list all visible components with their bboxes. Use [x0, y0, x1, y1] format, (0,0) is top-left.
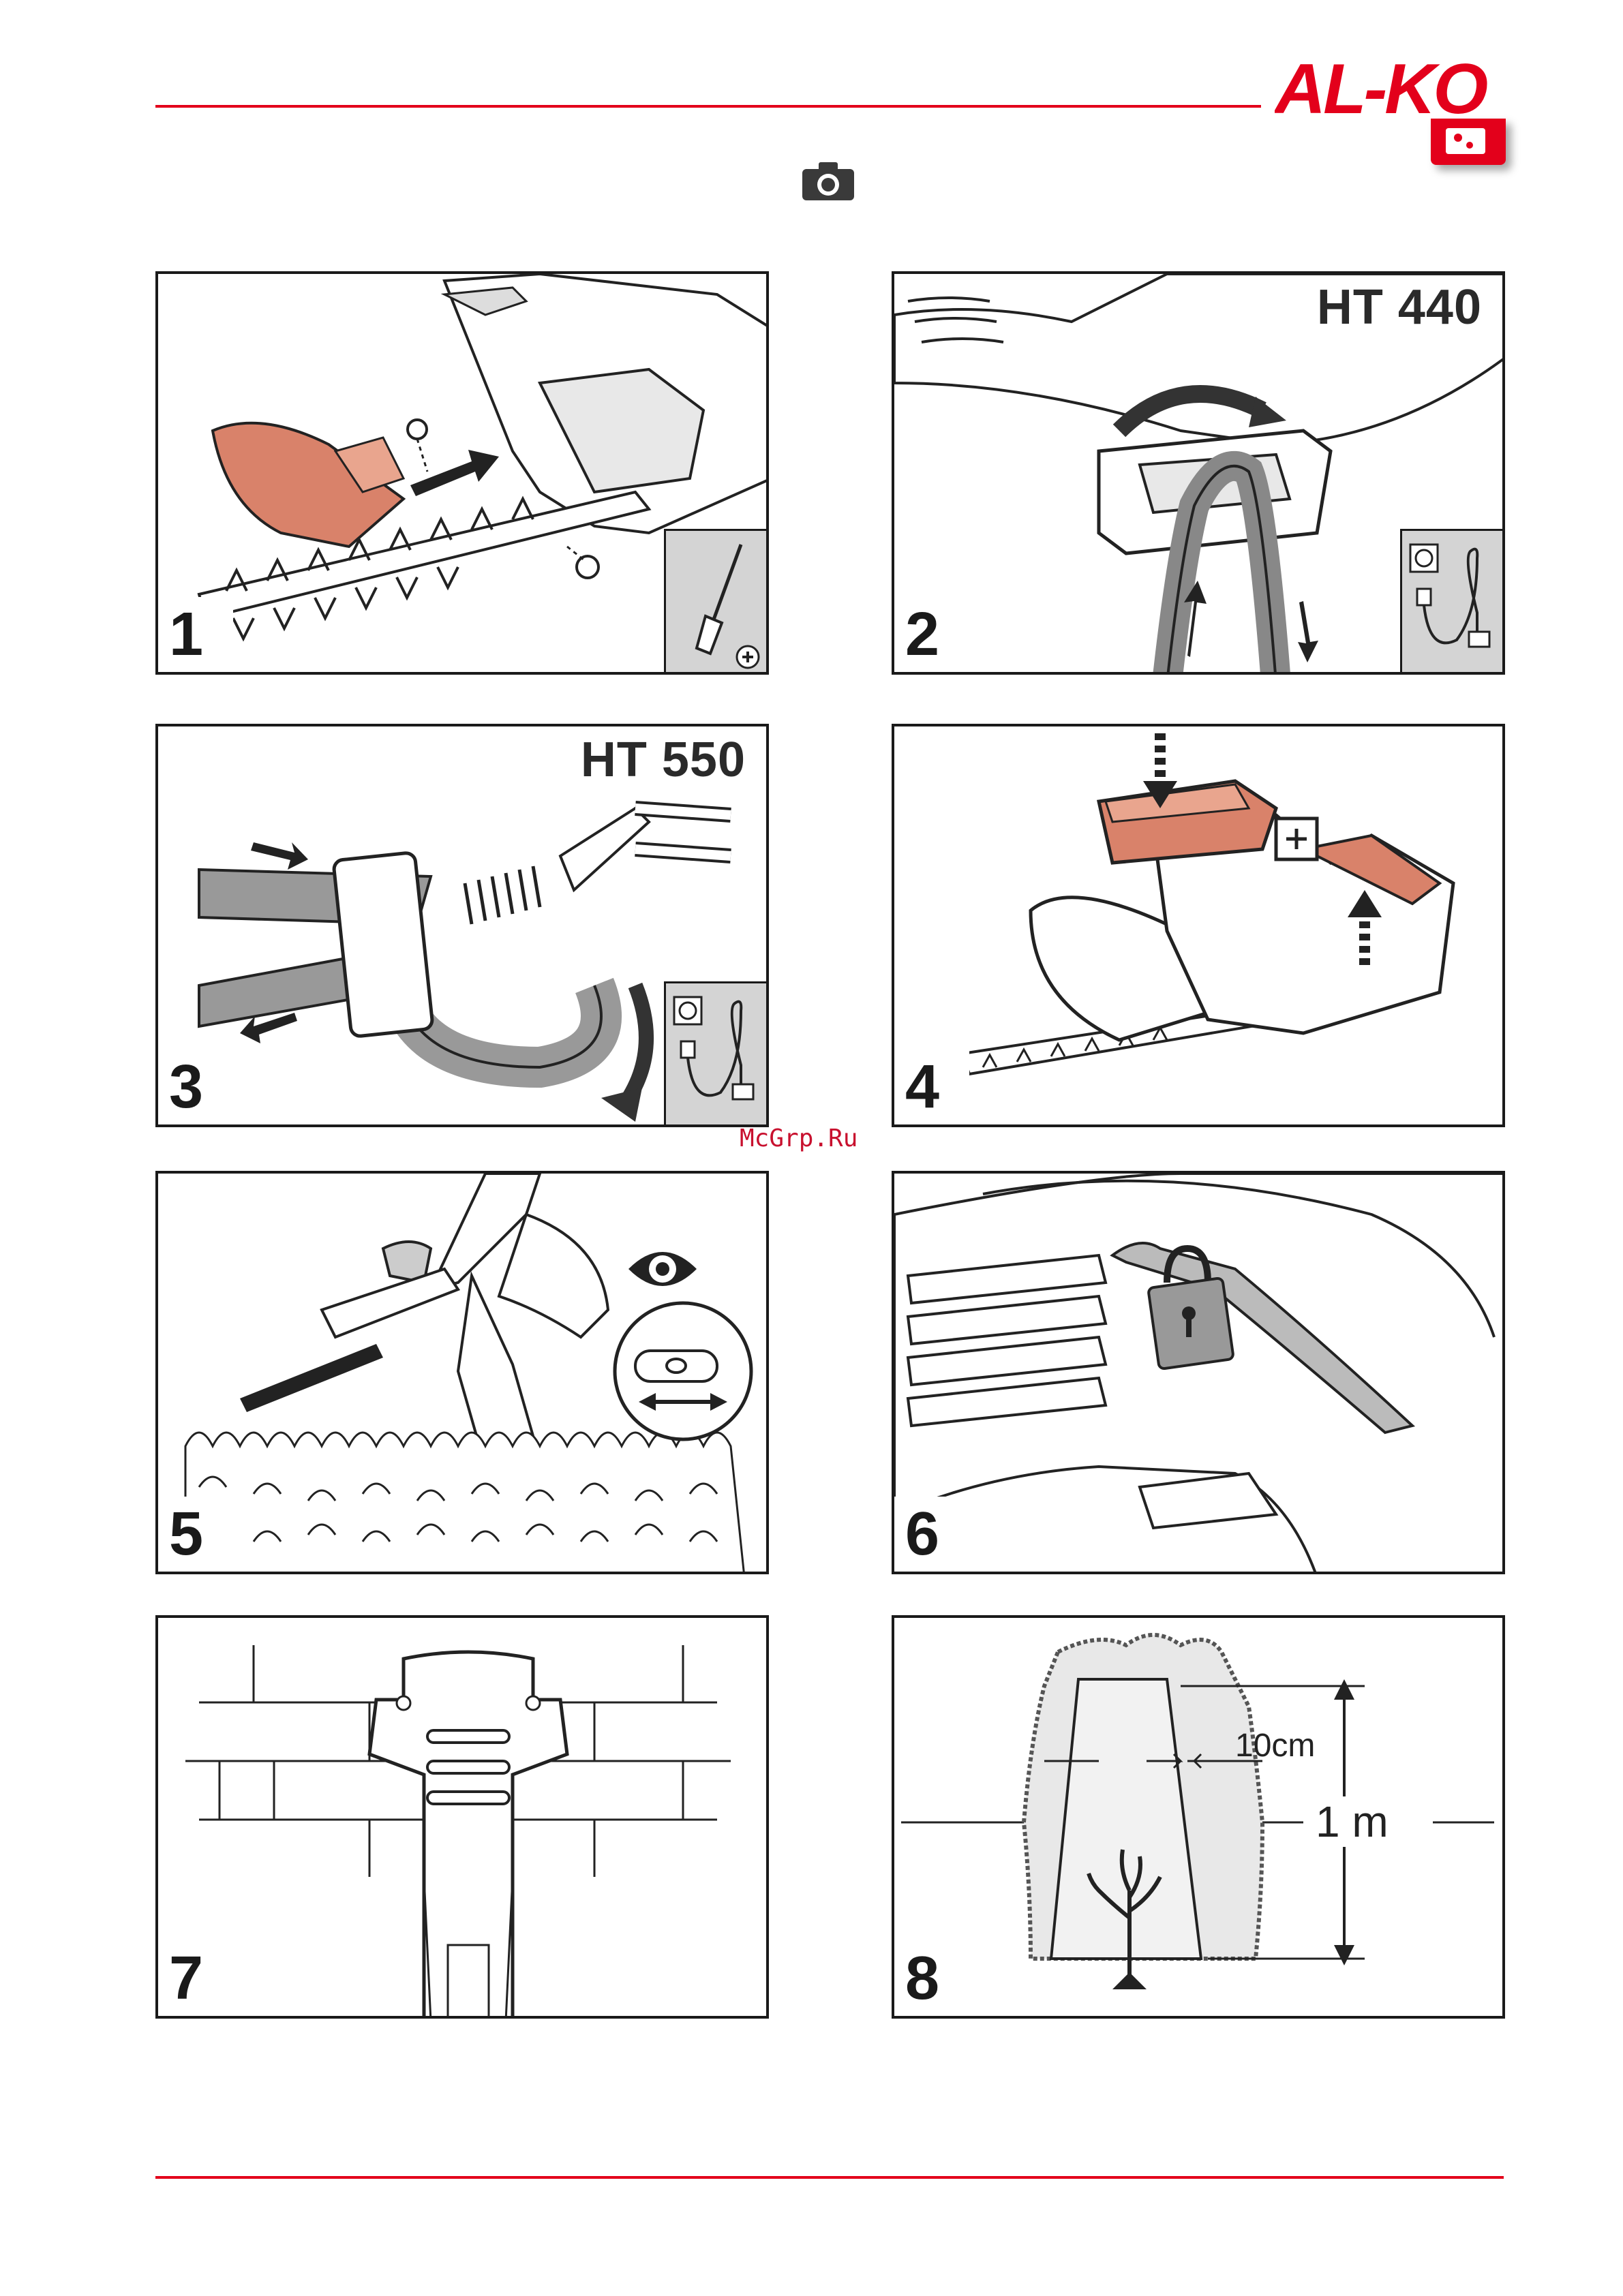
- svg-text:AL-KO: AL-KO: [1275, 56, 1487, 124]
- brand-tab: [1431, 119, 1506, 165]
- plug-inset: [664, 981, 766, 1124]
- figure-panel-7: 7: [155, 1615, 769, 2019]
- brand-logo: AL-KO: [1275, 56, 1506, 124]
- figure-number: 8: [894, 1941, 969, 2016]
- width-label: 10cm: [1235, 1727, 1315, 1764]
- panel-8-illustration: [894, 1618, 1505, 2019]
- figure-panel-5: 5: [155, 1171, 769, 1574]
- panel-5-illustration: [158, 1174, 769, 1574]
- figure-panel-1: 1: [155, 271, 769, 675]
- panel-6-illustration: [894, 1174, 1505, 1574]
- model-label: HT 550: [581, 732, 746, 788]
- plug-inset: [1400, 529, 1502, 672]
- panel-7-illustration: [158, 1618, 769, 2019]
- screwdriver-icon: [666, 531, 766, 672]
- figure-panel-3: HT 550 3: [155, 724, 769, 1127]
- model-label: HT 440: [1317, 279, 1482, 335]
- power-plug-icon: [666, 983, 766, 1124]
- camera-icon: [801, 161, 855, 202]
- brand-logo-mark: AL-KO: [1275, 56, 1506, 124]
- eye-icon: [628, 1252, 697, 1286]
- tool-inset: [664, 529, 766, 672]
- header-rule: [155, 105, 1261, 108]
- figure-number: 4: [894, 1050, 969, 1124]
- figure-panel-2: HT 440 2: [892, 271, 1505, 675]
- figure-number: 1: [158, 597, 233, 672]
- panel-4-illustration: [894, 726, 1505, 1127]
- figure-number: 2: [894, 597, 969, 672]
- figure-number: 6: [894, 1497, 969, 1572]
- figure-number: 7: [158, 1941, 233, 2016]
- figure-panel-8: 10cm 1 m 8: [892, 1615, 1505, 2019]
- watermark-text: McGrp.Ru: [740, 1124, 858, 1152]
- figure-panel-6: 6: [892, 1171, 1505, 1574]
- height-label: 1 m: [1310, 1796, 1394, 1847]
- figure-number: 3: [158, 1050, 233, 1124]
- figure-panel-4: 4: [892, 724, 1505, 1127]
- power-plug-icon: [1402, 531, 1502, 672]
- figure-number: 5: [158, 1497, 233, 1572]
- footer-rule: [155, 2176, 1504, 2179]
